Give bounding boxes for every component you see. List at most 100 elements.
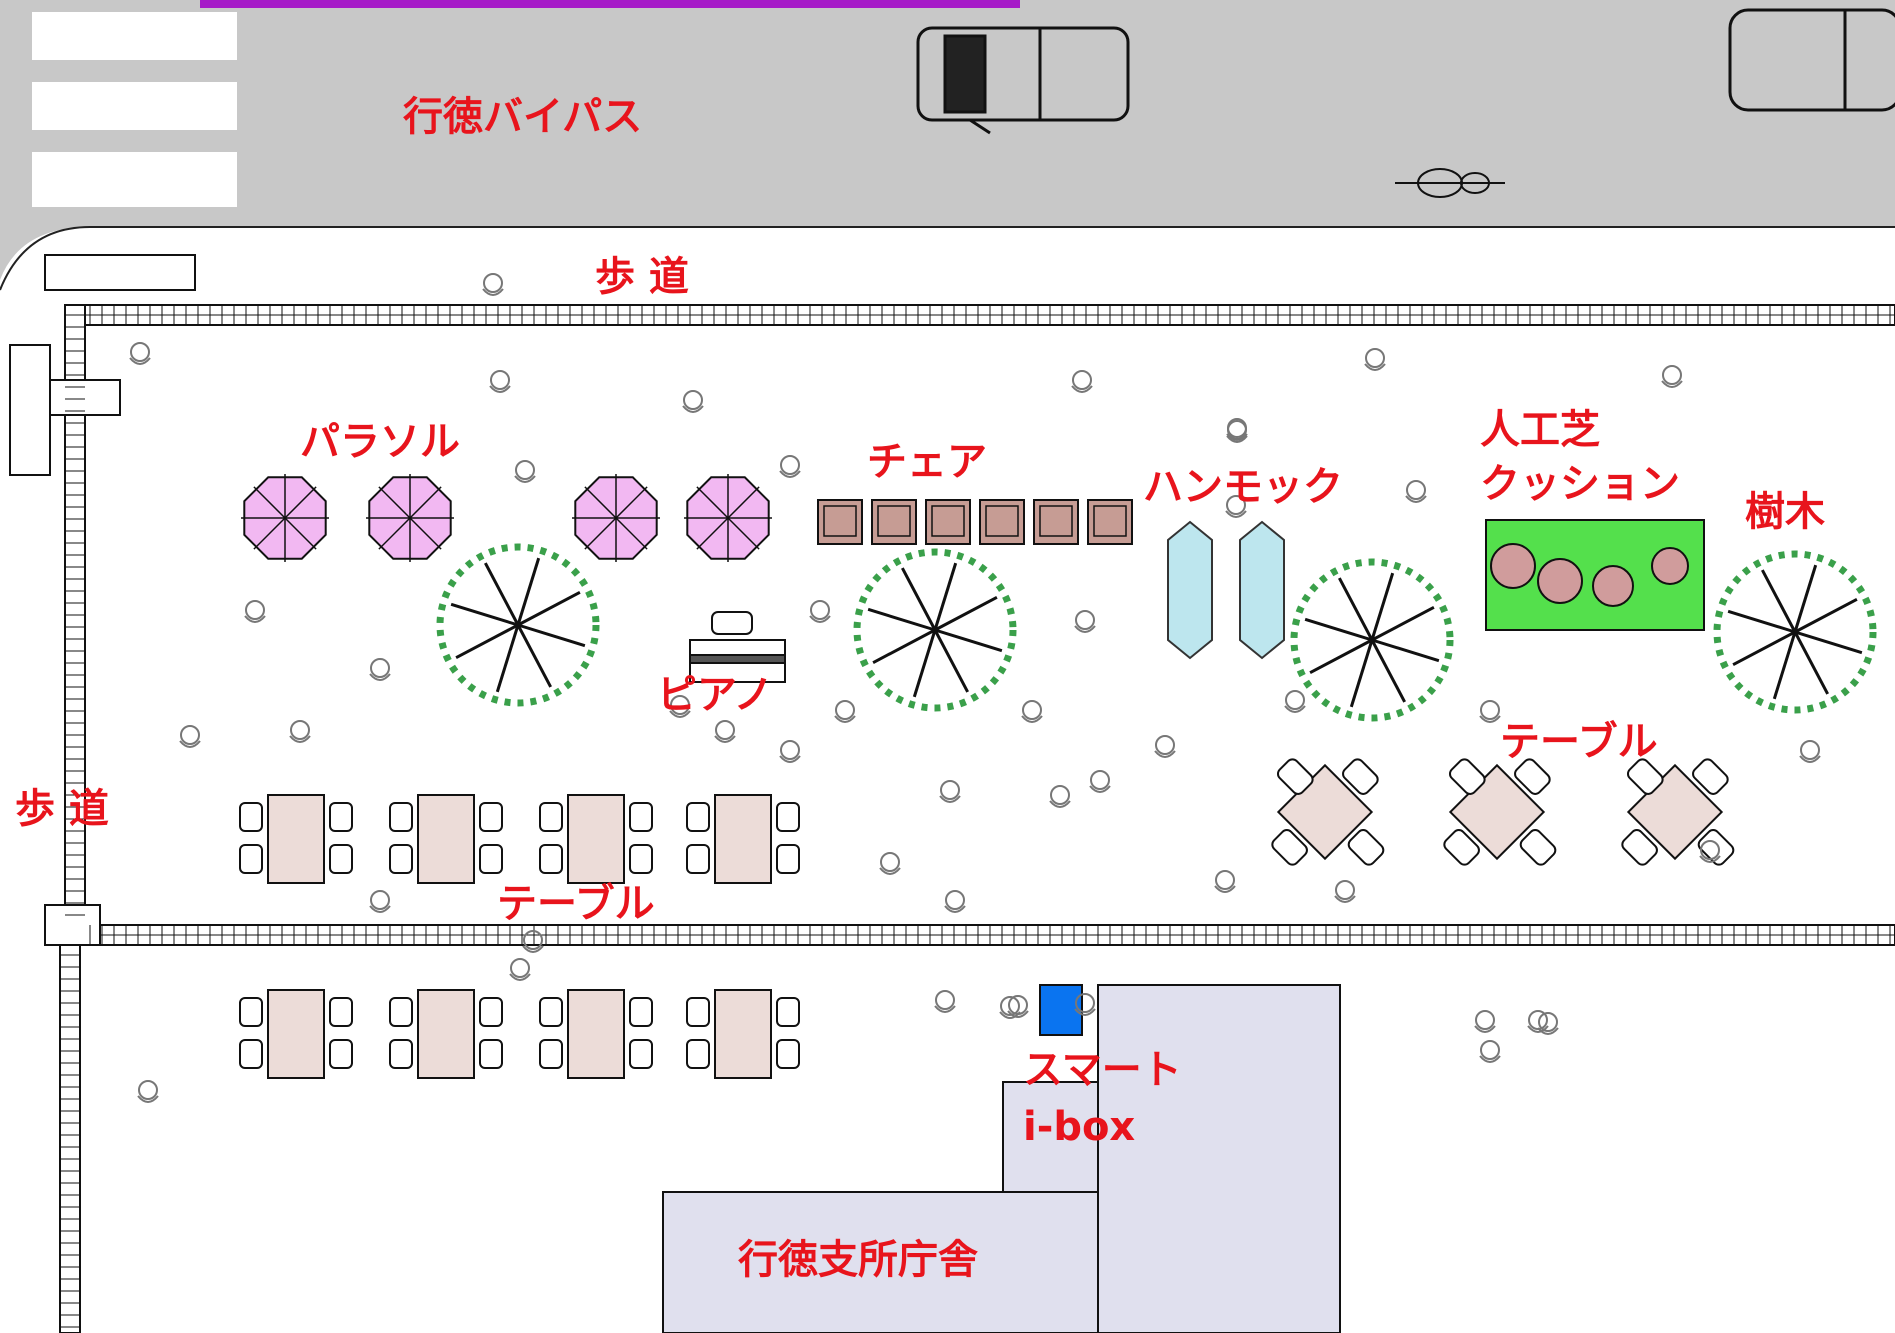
tree-icon (1290, 558, 1454, 722)
cushion-icons (1490, 543, 1689, 607)
road-area (0, 0, 1895, 280)
person-icon (934, 990, 956, 1013)
person-icon (1479, 1040, 1501, 1063)
long-table-group (239, 794, 800, 1079)
person-icon (369, 890, 391, 913)
table-left-label: テーブル (497, 881, 655, 927)
person-icon (1799, 740, 1821, 763)
hammock-icon (1167, 520, 1285, 660)
person-icon (1699, 840, 1721, 863)
person-icon (939, 780, 961, 803)
parasol-icon (572, 474, 660, 562)
person-icon (1214, 870, 1236, 893)
person-icon (714, 720, 736, 743)
person-icon (489, 370, 511, 393)
person-icon (1334, 880, 1356, 903)
square-table-group (1271, 758, 1735, 866)
long-table-icon (239, 794, 353, 884)
person-icon (522, 930, 544, 953)
people-figures (129, 273, 1821, 1103)
parasol-icon (684, 474, 772, 562)
person-icon (669, 695, 691, 718)
smart-label-line1: スマート (1023, 1047, 1182, 1093)
building-label: 行徳支所庁舎 (738, 1237, 978, 1283)
person-icon (1479, 700, 1501, 723)
chair-icon (1033, 499, 1079, 545)
person-icon (1154, 735, 1176, 758)
person-icon (1537, 1012, 1559, 1035)
person-icon (509, 958, 531, 981)
person-icon (1284, 690, 1306, 713)
person-icon (1405, 480, 1427, 503)
chair-icon (1087, 499, 1133, 545)
long-table-icon (239, 989, 353, 1079)
square-table-icon (1271, 758, 1385, 866)
piano-label: ピアノ (657, 672, 773, 718)
person-icon (129, 342, 151, 365)
parasol-label: パラソル (300, 419, 460, 465)
long-table-icon (539, 989, 653, 1079)
person-icon (369, 658, 391, 681)
person-icon (879, 852, 901, 875)
chair-label: チェア (867, 439, 987, 485)
chair-icon (925, 499, 971, 545)
person-icon (1074, 610, 1096, 633)
long-table-icon (686, 794, 800, 884)
tree-icon (436, 543, 600, 707)
smart-label-line2: i-box (1023, 1104, 1135, 1150)
chair-group (817, 499, 1133, 545)
long-table-icon (686, 989, 800, 1079)
person-icon (682, 390, 704, 413)
turf-label-line2: クッション (1480, 461, 1680, 507)
long-table-icon (389, 989, 503, 1079)
fence-ticks (60, 305, 1891, 1328)
person-icon (514, 460, 536, 483)
person-icon (244, 600, 266, 623)
person-icon (1661, 365, 1683, 388)
square-table-icon (1621, 758, 1735, 866)
piano-icon (689, 611, 786, 683)
person-icon (944, 890, 966, 913)
parasol-icon (366, 474, 454, 562)
hammock-label: ハンモック (1143, 464, 1343, 510)
person-icon (1074, 993, 1096, 1016)
crosswalk (32, 12, 237, 207)
chair-icon (817, 499, 863, 545)
cropped-title-fragment (200, 0, 1020, 8)
table-right-label: テーブル (1500, 719, 1658, 765)
square-table-icon (1443, 758, 1557, 866)
chair-icon (979, 499, 1025, 545)
person-icon (1225, 495, 1247, 518)
person-icon (1049, 785, 1071, 808)
sidewalk-left-label: 歩 道 (15, 786, 109, 832)
tactile-paving (9, 254, 196, 946)
person-icon (834, 700, 856, 723)
person-icon (999, 996, 1021, 1019)
road-label: 行徳バイパス (403, 94, 642, 140)
person-icon (1226, 420, 1248, 443)
person-icon (1364, 348, 1386, 371)
person-icon (779, 455, 801, 478)
person-icon (1089, 770, 1111, 793)
person-icon (1021, 700, 1043, 723)
tree-icon (1713, 550, 1877, 714)
road-edge-line (0, 226, 1895, 291)
motorcycle-icon (1395, 168, 1505, 198)
chair-icon (871, 499, 917, 545)
long-table-icon (389, 794, 503, 884)
person-icon (482, 273, 504, 296)
person-icon (1474, 1010, 1496, 1033)
building-ichikawa (662, 984, 1341, 1333)
parasol-icon (241, 474, 329, 562)
tree-icon (853, 548, 1017, 712)
person-icon (179, 725, 201, 748)
person-icon (1071, 370, 1093, 393)
long-table-icon (539, 794, 653, 884)
person-icon (137, 1080, 159, 1103)
car-icon (1728, 8, 1895, 112)
person-icon (809, 600, 831, 623)
fence-top (79, 304, 1895, 326)
parasol-group (241, 474, 772, 562)
car-icon (916, 26, 1130, 135)
